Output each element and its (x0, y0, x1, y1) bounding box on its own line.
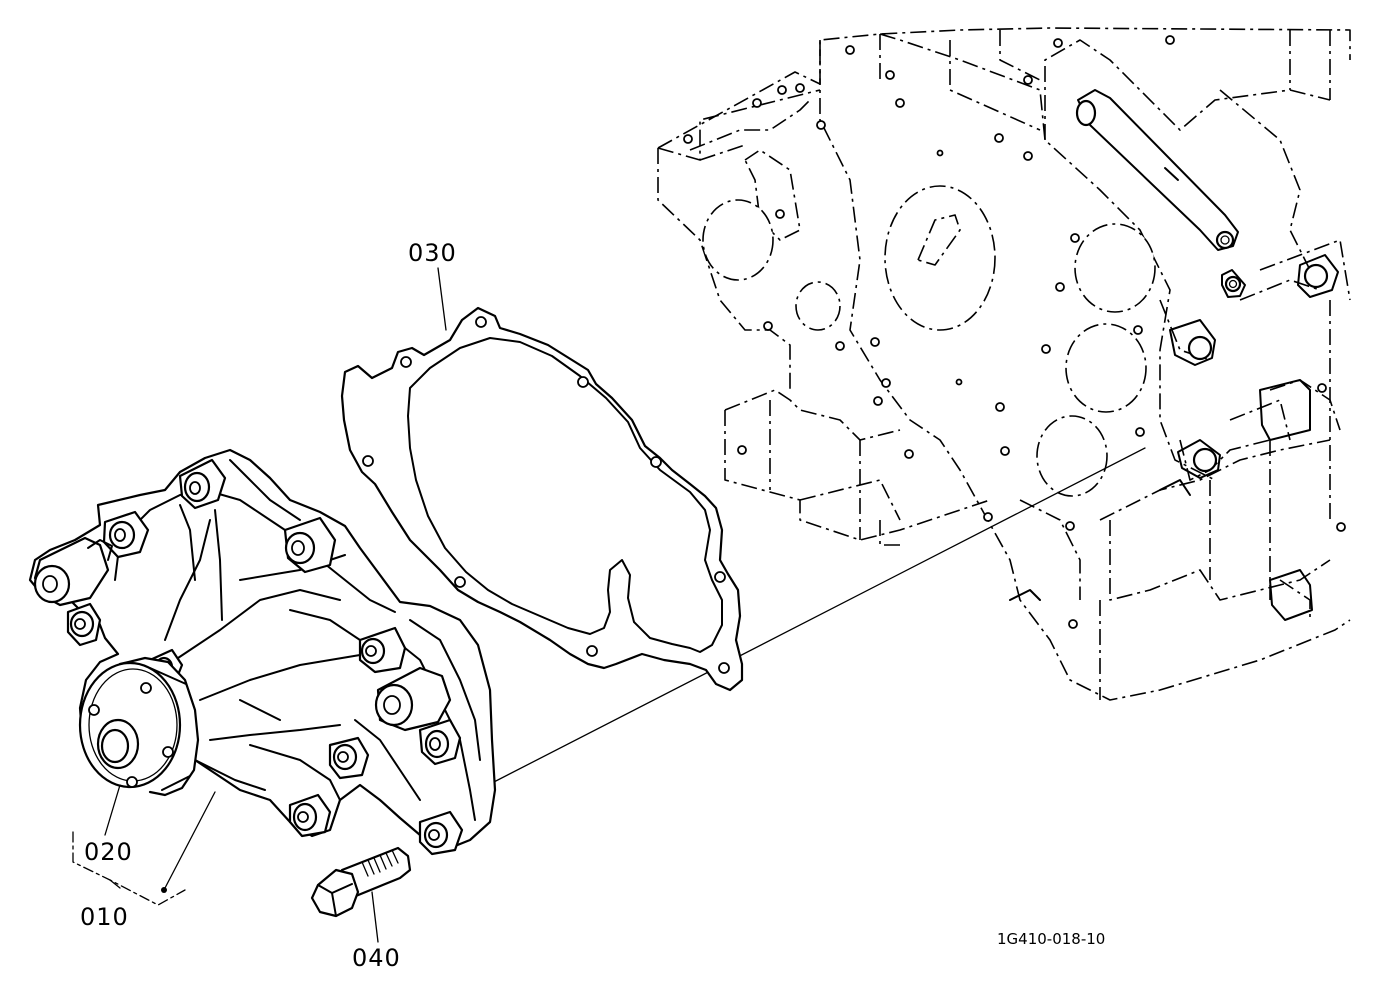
leader-030 (437, 267, 447, 331)
gasket-holes (362, 316, 730, 674)
block-bosses (1009, 89, 1339, 621)
leader-010-dot (161, 887, 167, 893)
leader-020 (104, 784, 121, 836)
set-bracket-010 (72, 831, 186, 906)
water-pump-020 (28, 448, 497, 893)
part-label-030: 030 (408, 239, 457, 267)
gasket-030 (340, 267, 744, 692)
center-axis-line (489, 447, 1146, 785)
drawing-code: 1G410-018-10 (997, 930, 1106, 948)
leader-010 (164, 791, 216, 889)
part-label-010: 010 (80, 903, 129, 931)
leader-040 (371, 891, 379, 943)
block-bolt-holes (683, 35, 1346, 629)
part-label-020: 020 (84, 838, 133, 866)
engine-block (489, 27, 1351, 785)
bolt-040 (310, 846, 412, 943)
pump-pulley-flange (78, 656, 200, 797)
part-label-040: 040 (352, 944, 401, 972)
